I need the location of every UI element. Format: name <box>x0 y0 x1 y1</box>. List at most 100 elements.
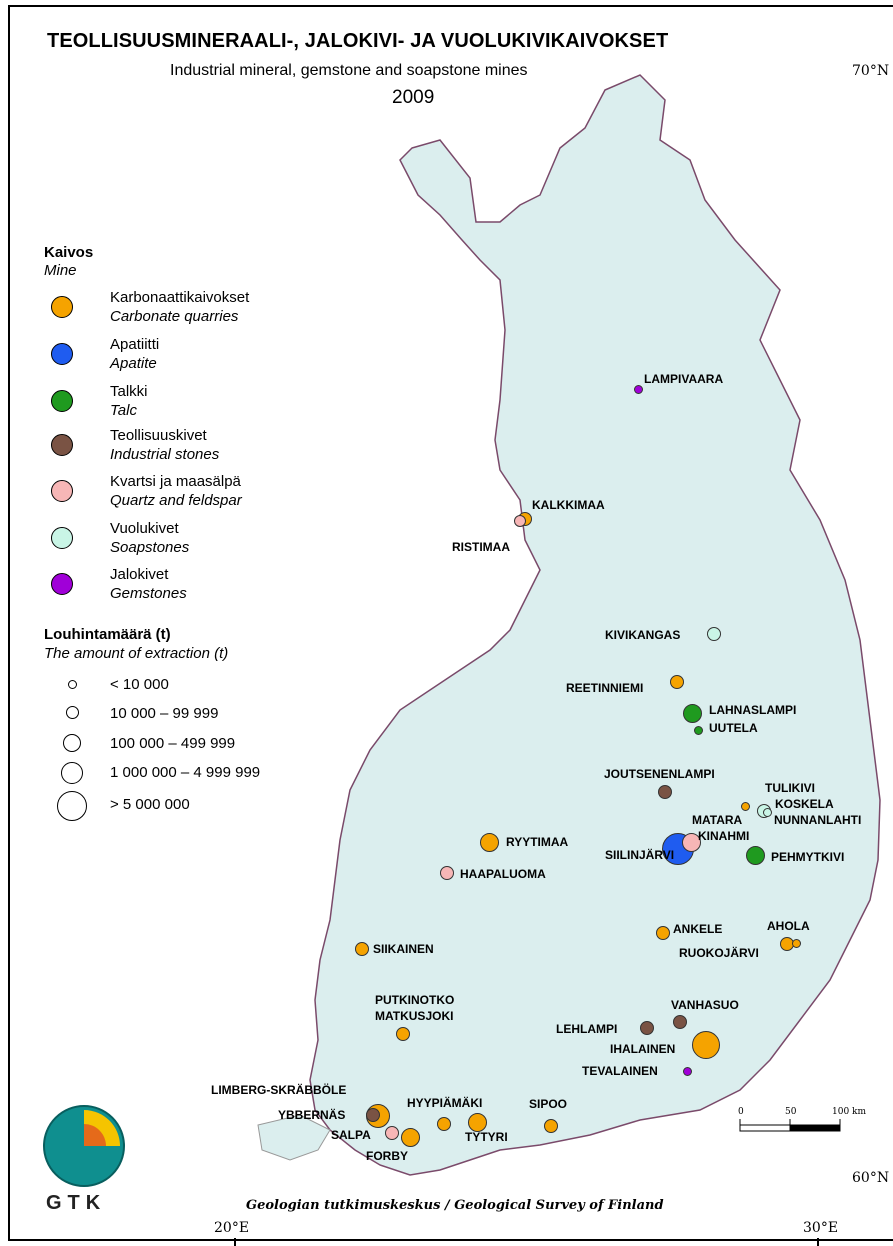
size-label-2: 10 000 – 99 999 <box>110 705 219 722</box>
site-tytyri[interactable] <box>468 1113 487 1132</box>
site-pehmytkivi[interactable] <box>746 846 765 865</box>
label-nunnanlahti: NUNNANLAHTI <box>774 813 862 827</box>
map-title: TEOLLISUUSMINERAALI-, JALOKIVI- JA VUOLU… <box>47 30 669 52</box>
site-ybbernas[interactable] <box>366 1108 380 1122</box>
size-circle-3 <box>63 734 81 752</box>
finland-landmass <box>309 74 881 1176</box>
label-uutela: UUTELA <box>709 721 758 735</box>
label-kalkkimaa: KALKKIMAA <box>532 498 605 512</box>
legend-industrial-en: Industrial stones <box>110 446 220 463</box>
site-kinahmi[interactable] <box>682 833 701 852</box>
label-vanhasuo: VANHASUO <box>671 998 739 1012</box>
map-year: 2009 <box>392 87 435 108</box>
legend-swatch-carbonate <box>51 296 73 318</box>
label-joutsenenlampi: JOUTSENENLAMPI <box>604 767 715 781</box>
label-lehlampi: LEHLAMPI <box>556 1022 618 1036</box>
label-ryytimaa: RYYTIMAA <box>506 835 569 849</box>
legend-talc-en: Talc <box>110 402 137 419</box>
legend-soapstone-fi: Vuolukivet <box>110 520 179 537</box>
site-tevalainen[interactable] <box>683 1067 692 1076</box>
site-reetinniemi[interactable] <box>670 675 684 689</box>
label-lahnaslampi: LAHNASLAMPI <box>709 703 797 717</box>
site-ankele[interactable] <box>656 926 670 940</box>
legend-gemstone-fi: Jalokivet <box>110 566 169 583</box>
legend-industrial-fi: Teollisuuskivet <box>110 427 207 444</box>
size-legend-heading: Louhintamäärä (t) <box>44 626 171 643</box>
label-tulikivi: TULIKIVI <box>765 781 815 795</box>
legend-carbonate-en: Carbonate quarries <box>110 308 239 325</box>
legend-swatch-industrial <box>51 434 73 456</box>
label-tytyri: TYTYRI <box>465 1130 508 1144</box>
label-ihalainen: IHALAINEN <box>610 1042 676 1056</box>
site-lehlampi[interactable] <box>640 1021 654 1035</box>
legend-quartz-fi: Kvartsi ja maasälpä <box>110 473 241 490</box>
aland-islands <box>257 1114 331 1161</box>
legend-apatite-en: Apatite <box>110 355 157 372</box>
label-siilinjarvi: SIILINJÄRVI <box>605 848 675 862</box>
label-ruokojarvi: RUOKOJÄRVI <box>679 946 759 960</box>
map-frame <box>8 5 893 1241</box>
size-label-1: < 10 000 <box>110 676 169 693</box>
scale-bar <box>739 1119 841 1132</box>
site-vanhasuo[interactable] <box>673 1015 687 1029</box>
site-forby[interactable] <box>401 1128 420 1147</box>
label-reetinniemi: REETINNIEMI <box>566 681 644 695</box>
site-salpa[interactable] <box>385 1126 399 1140</box>
legend-soapstone-en: Soapstones <box>110 539 190 556</box>
scale-label-100: 100 km <box>832 1107 867 1117</box>
label-koskela: KOSKELA <box>775 797 834 811</box>
lon-tick-left <box>234 1238 236 1246</box>
size-label-3: 100 000 – 499 999 <box>110 735 236 752</box>
label-matkusjoki: MATKUSJOKI <box>375 1009 454 1023</box>
label-hyypiamaki: HYYPIÄMÄKI <box>407 1096 483 1110</box>
legend-quartz-en: Quartz and feldspar <box>110 492 242 509</box>
site-lahnaslampi[interactable] <box>683 704 702 723</box>
site-ruokojarvi[interactable] <box>792 939 801 948</box>
legend-gemstone-en: Gemstones <box>110 585 187 602</box>
site-joutsenenlampi[interactable] <box>658 785 672 799</box>
site-ihalainen[interactable] <box>692 1031 720 1059</box>
size-circle-5 <box>57 791 87 821</box>
site-lampivaara[interactable] <box>634 385 643 394</box>
legend-apatite-fi: Apatiitti <box>110 336 160 353</box>
label-salpa: SALPA <box>331 1128 371 1142</box>
site-hyypiamaki[interactable] <box>437 1117 451 1131</box>
lat-label-top: 70°N <box>852 63 890 79</box>
footer-credit: Geologian tutkimuskeskus / Geological Su… <box>246 1198 664 1213</box>
scale-label-0: 0 <box>738 1107 744 1117</box>
size-label-4: 1 000 000 – 4 999 999 <box>110 764 261 781</box>
site-kivikangas[interactable] <box>707 627 721 641</box>
site-sipoo[interactable] <box>544 1119 558 1133</box>
label-haapaluoma: HAAPALUOMA <box>460 867 546 881</box>
site-putkinotko[interactable] <box>396 1027 410 1041</box>
label-ankele: ANKELE <box>673 922 723 936</box>
site-siikainen[interactable] <box>355 942 369 956</box>
legend-heading-en: Mine <box>44 262 77 279</box>
lon-tick-right <box>817 1238 819 1246</box>
gtk-logo <box>43 1105 125 1187</box>
legend-carbonate-fi: Karbonaattikaivokset <box>110 289 250 306</box>
site-ristimaa[interactable] <box>514 515 526 527</box>
label-ahola: AHOLA <box>767 919 810 933</box>
site-haapaluoma[interactable] <box>440 866 454 880</box>
site-ryytimaa[interactable] <box>480 833 499 852</box>
label-matara: MATARA <box>692 813 743 827</box>
label-tevalainen: TEVALAINEN <box>582 1064 658 1078</box>
label-lampivaara: LAMPIVAARA <box>644 372 724 386</box>
label-sipoo: SIPOO <box>529 1097 568 1111</box>
size-circle-4 <box>61 762 83 784</box>
label-siikainen: SIIKAINEN <box>373 942 434 956</box>
lon-label-left: 20°E <box>214 1220 250 1236</box>
site-uutela[interactable] <box>694 726 703 735</box>
label-kivikangas: KIVIKANGAS <box>605 628 681 642</box>
label-ristimaa: RISTIMAA <box>452 540 510 554</box>
legend-swatch-quartz <box>51 480 73 502</box>
gtk-logo-text: GTK <box>46 1192 107 1214</box>
site-matara[interactable] <box>741 802 750 811</box>
size-circle-1 <box>68 680 77 689</box>
legend-swatch-gemstone <box>51 573 73 595</box>
size-label-5: > 5 000 000 <box>110 796 190 813</box>
label-forby: FORBY <box>366 1149 408 1163</box>
site-koskela[interactable] <box>763 808 772 817</box>
